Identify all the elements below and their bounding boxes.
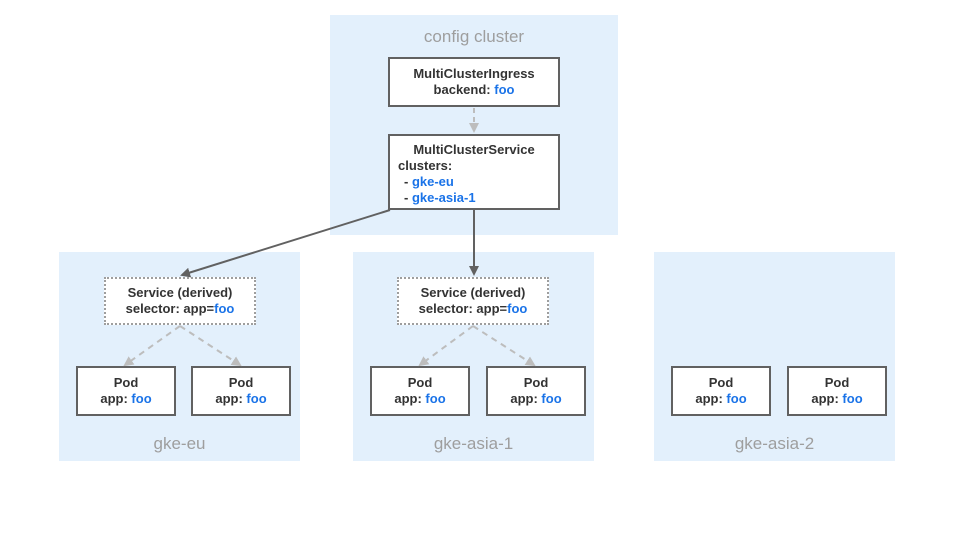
gke-eu-service-to-pod-2 <box>179 325 242 367</box>
cluster-label-gke-eu: gke-eu <box>153 434 206 453</box>
config-cluster-label: config cluster <box>423 27 525 46</box>
multi-cluster-ingress-box[interactable]: MultiClusterIngress backend: foo <box>388 57 560 107</box>
mcs-clusters-key: clusters: <box>398 158 453 173</box>
derived-service-box-gke-eu[interactable]: Service (derived) selector: app=foo <box>104 277 256 325</box>
pod-box-gke-eu-1[interactable]: Pod app: foo <box>76 366 176 416</box>
gke-asia-1-service-to-pod-1 <box>418 325 474 367</box>
pod-box-gke-eu-2[interactable]: Pod app: foo <box>191 366 291 416</box>
multi-cluster-service-box[interactable]: MultiClusterService clusters: - gke-eu -… <box>388 134 560 210</box>
mcs-title: MultiClusterService <box>413 142 535 157</box>
ingress-title: MultiClusterIngress <box>413 66 535 81</box>
derived-service-box-gke-asia-1[interactable]: Service (derived) selector: app=foo <box>397 277 549 325</box>
gke-asia-1-service-to-pod-2 <box>472 325 536 367</box>
cluster-label-gke-asia-1: gke-asia-1 <box>433 434 514 453</box>
cluster-label-gke-asia-2: gke-asia-2 <box>734 434 815 453</box>
ingress-backend-value: foo <box>494 82 515 97</box>
pod-box-gke-asia-1-1[interactable]: Pod app: foo <box>370 366 470 416</box>
pod-box-gke-asia-1-2[interactable]: Pod app: foo <box>486 366 586 416</box>
mcs-cluster-gke-eu: gke-eu <box>411 174 454 189</box>
pod-box-gke-asia-2-2[interactable]: Pod app: foo <box>787 366 887 416</box>
ingress-backend-key: backend: <box>433 82 495 97</box>
mcs-cluster-gke-asia-1: gke-asia-1 <box>411 190 476 205</box>
gke-eu-service-to-pod-1 <box>123 325 181 367</box>
pod-box-gke-asia-2-1[interactable]: Pod app: foo <box>671 366 771 416</box>
mcs-to-gke-eu-arrow <box>180 209 391 278</box>
cluster-region-gke-asia-2: gke-asia-2 <box>654 252 895 461</box>
